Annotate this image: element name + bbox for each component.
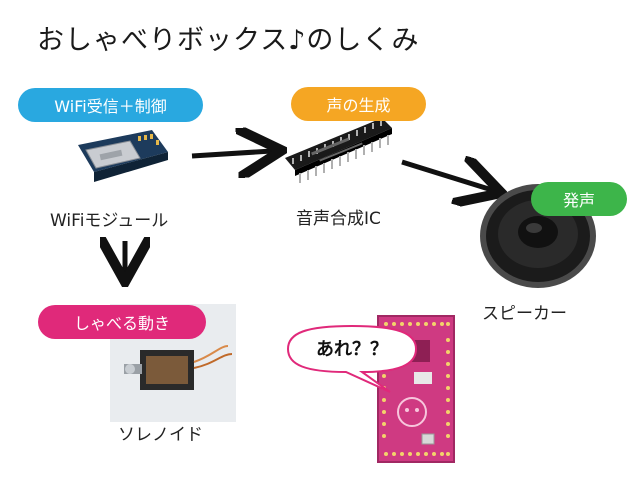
label-voice-ic: 音声合成IC xyxy=(296,204,381,229)
badge-speaking-motion: しゃべる動き xyxy=(38,305,206,339)
arrow-ic-to-speaker xyxy=(402,162,492,190)
voice-ic-image xyxy=(285,118,392,183)
speech-bubble-text: あれ？？ xyxy=(312,335,392,361)
badge-voice-generation: 声の生成 xyxy=(291,87,426,121)
label-solenoid: ソレノイド xyxy=(118,420,203,445)
label-speaker: スピーカー xyxy=(482,299,567,324)
label-wifi-module: WiFiモジュール xyxy=(50,206,168,231)
arrow-wifi-to-ic xyxy=(192,151,272,156)
badge-wifi-control: WiFi受信＋制御 xyxy=(18,88,203,122)
wifi-module-image xyxy=(78,130,168,182)
badge-speak: 発声 xyxy=(531,182,627,216)
